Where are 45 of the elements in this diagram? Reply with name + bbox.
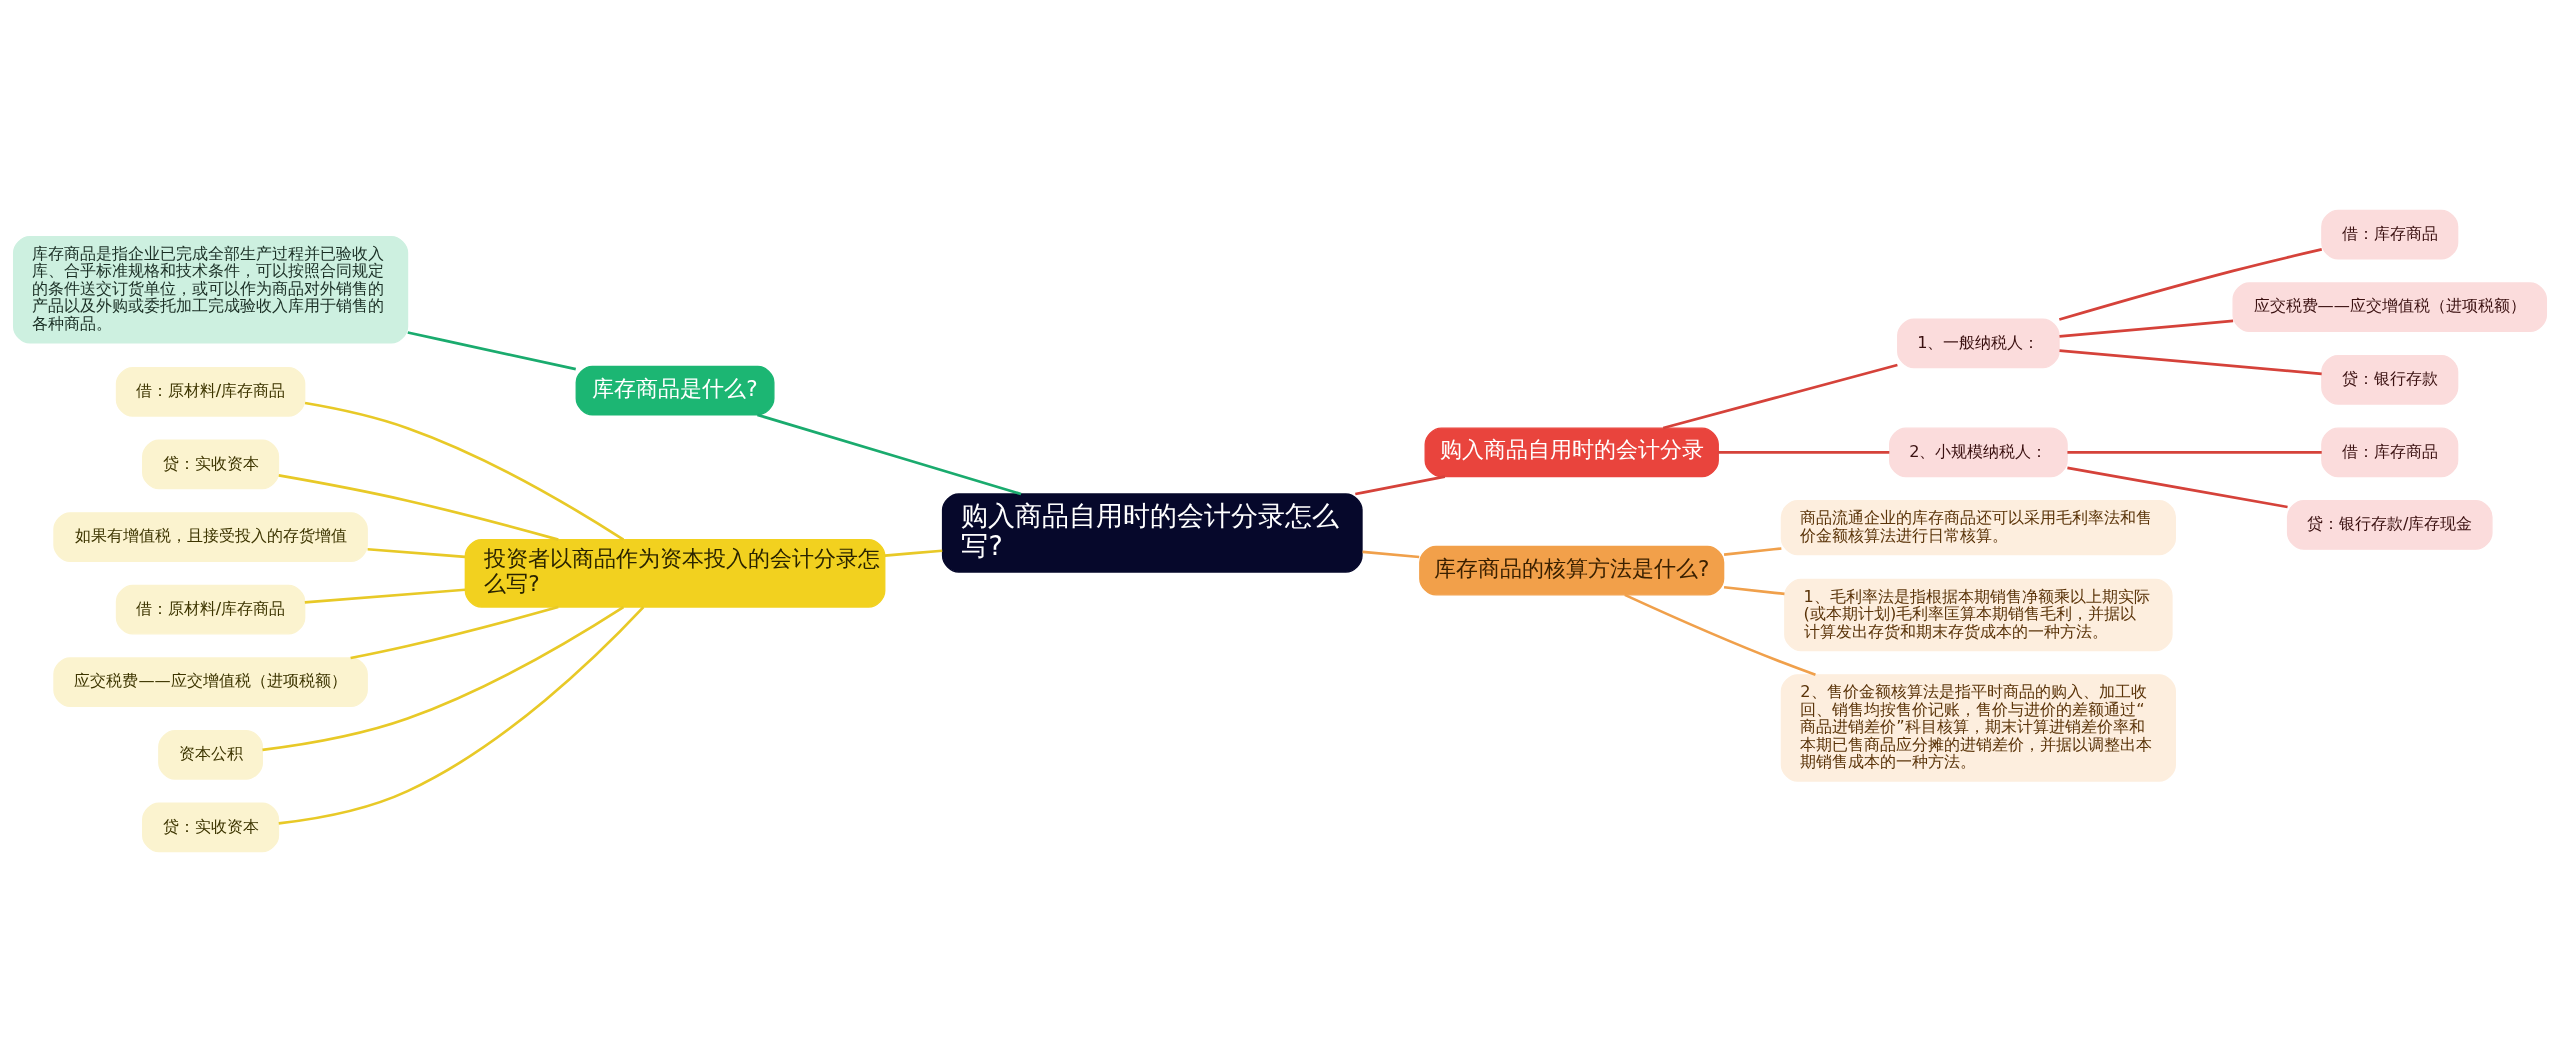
connector xyxy=(1362,550,1420,559)
node-box: 贷：实收资本 xyxy=(142,439,280,490)
connector xyxy=(1662,363,1898,430)
node-box: 贷：银行存款 xyxy=(2321,354,2459,405)
connector xyxy=(2067,466,2288,509)
node-box: 应交税费——应交增值税（进项税额） xyxy=(53,657,368,708)
connector xyxy=(1723,547,1782,556)
connector xyxy=(884,549,943,557)
node-box: 库存商品是指企业已完成全部生产过程并已验收入库、合乎标准规格和技术条件，可以按照合同规定的条件送交订货单位，或可以作为商品对外销售的产品以及外购或委托加工完成验收入库用于销售的各种商品。 xyxy=(12,235,409,344)
connector xyxy=(1355,475,1446,496)
connector xyxy=(278,474,559,541)
connector xyxy=(1723,585,1785,596)
node-box: 购入商品自用时的会计分录怎么写? xyxy=(941,493,1363,573)
node-box: 2、小规模纳税人： xyxy=(1889,427,2068,478)
connector xyxy=(350,605,559,660)
node-box: 购入商品自用时的会计分录 xyxy=(1424,427,1719,478)
connector xyxy=(304,401,625,541)
connector xyxy=(757,413,1022,496)
connector xyxy=(2059,349,2322,376)
node-box: 2、售价金额核算法是指平时商品的购入、加工收回、销售均按售价记账，售价与进价的差额通过“商品进销差价”科目核算，期末计算进销差价率和本期已售商品应分摊的进销差价，并据以调整出本期销售成本的一种方法。 xyxy=(1780,674,2176,782)
node-box: 1、一般纳税人： xyxy=(1897,318,2060,369)
connector xyxy=(1718,451,1890,454)
connector xyxy=(367,547,466,559)
connector xyxy=(2059,319,2234,338)
connector xyxy=(278,606,645,825)
node-box: 库存商品是什么? xyxy=(575,365,775,416)
connector xyxy=(2058,248,2323,321)
connector xyxy=(304,588,466,604)
node-box: 借：原材料/库存商品 xyxy=(115,584,306,635)
node-box: 库存商品的核算方法是什么? xyxy=(1419,545,1725,596)
node-box: 商品流通企业的库存商品还可以采用毛利率法和售价金额核算法进行日常核算。 xyxy=(1780,500,2176,556)
node-box: 1、毛利率法是指根据本期销售净额乘以上期实际(或本期计划)毛利率匡算本期销售毛利，并据以计算发出存货和期末存货成本的一种方法。 xyxy=(1784,578,2173,652)
node-box: 贷：银行存款/库存现金 xyxy=(2286,500,2493,550)
connector xyxy=(2067,451,2322,454)
node-box: 应交税费——应交增值税（进项税额） xyxy=(2232,282,2548,333)
connector xyxy=(1624,593,1816,677)
node-box: 借：原材料/库存商品 xyxy=(115,367,306,417)
node-box: 贷：实收资本 xyxy=(142,802,280,853)
node-box: 资本公积 xyxy=(158,729,263,780)
connector xyxy=(407,331,577,371)
node-box: 投资者以商品作为资本投入的会计分录怎么写? xyxy=(464,539,886,608)
node-box: 借：库存商品 xyxy=(2321,209,2459,260)
connector xyxy=(262,605,625,752)
node-box: 借：库存商品 xyxy=(2321,427,2459,478)
node-box: 如果有增值税，且接受投入的存货增值 xyxy=(53,512,368,562)
